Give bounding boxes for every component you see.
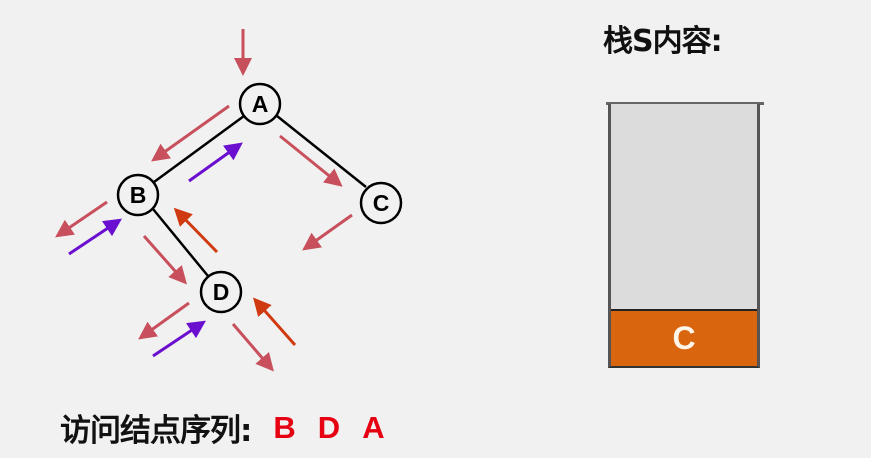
return-right-arrows: [173, 207, 297, 346]
visited-node: B: [273, 409, 296, 445]
arrow-null-to-b-return-icon: [68, 218, 122, 256]
arrow-b-left-null-icon: [55, 200, 108, 238]
descend-arrows: [55, 29, 353, 372]
arrow-d-left-null-icon: [138, 301, 190, 340]
arrow-d-right-null-icon: [231, 323, 274, 372]
arrow-b-to-d-icon: [142, 235, 187, 285]
visited-node: A: [362, 409, 385, 445]
arrow-null-to-d-return-icon: [152, 320, 206, 358]
node-label: A: [252, 91, 269, 117]
visit-sequence: B D A: [273, 410, 406, 446]
arrow-d-to-b-return-icon: [173, 207, 219, 254]
arrow-c-left-null-icon: [302, 213, 353, 251]
arrow-a-to-b-icon: [151, 104, 230, 162]
node-label: D: [213, 279, 230, 305]
node-label: C: [373, 190, 390, 216]
arrow-null-to-d-right-return-icon: [253, 297, 297, 346]
visited-node: D: [317, 409, 341, 445]
arrow-b-to-a-return-icon: [188, 142, 243, 183]
tree-node-c: C: [359, 181, 403, 225]
edge-a-c: [276, 115, 367, 188]
stack-title: 栈S内容:: [603, 24, 723, 59]
node-label: B: [130, 182, 147, 208]
edge-a-b: [153, 114, 245, 184]
tree-node-d: D: [199, 270, 243, 314]
stack-top-edge: [606, 102, 764, 105]
edge-b-d: [152, 208, 209, 277]
return-left-arrows: [68, 142, 243, 358]
visit-sequence-row: 访问结点序列: B D A: [60, 405, 407, 450]
visit-sequence-label: 访问结点序列:: [60, 413, 252, 449]
stack-container: C: [608, 104, 760, 368]
tree-node-b: B: [116, 173, 160, 217]
stack-item: C: [611, 309, 757, 366]
arrow-a-to-c-icon: [279, 134, 343, 187]
tree-node-a: A: [238, 82, 282, 126]
tree-edges: [152, 114, 367, 277]
binary-tree-diagram: A B C D: [55, 29, 403, 372]
